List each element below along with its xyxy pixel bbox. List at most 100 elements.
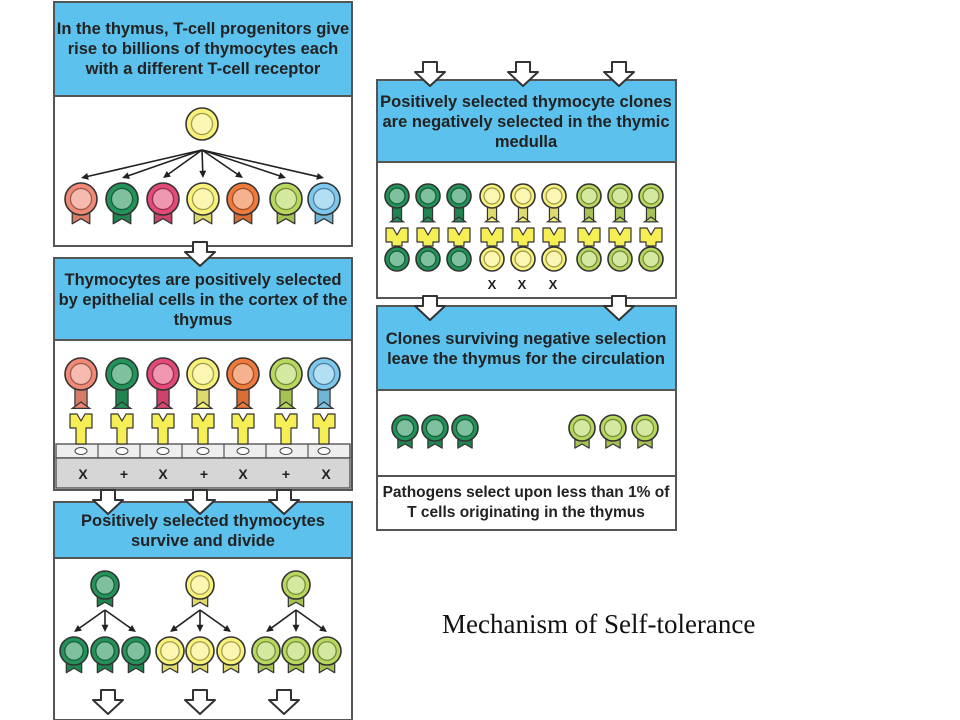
membrane-vesicle [156,447,170,455]
division-arrow [266,609,297,632]
clone-thymocyte [415,183,441,223]
medulla-cell [384,246,410,272]
circulating-thymocyte [568,414,596,449]
selection-mark: X [321,466,331,482]
division-arrow [81,149,203,180]
clone-thymocyte [576,183,602,223]
thymocyte-with-receptor [64,357,98,409]
division-arrow [163,149,203,178]
panel-circulation-title: Clones surviving negative selection leav… [385,330,667,368]
medulla-mhc [639,227,663,247]
selection-mark: X [158,466,168,482]
figure-caption: Mechanism of Self-tolerance [442,609,756,639]
panel-positive-selection-title: Thymocytes are positively selected by ep… [58,271,348,329]
clone-thymocyte [479,183,505,223]
daughter-thymocyte [185,636,215,674]
cortex-strip [55,457,351,489]
thymocyte-with-receptor [307,357,341,409]
panel-header-band [53,1,353,97]
division-arrow [196,610,204,632]
circulating-thymocyte [421,414,449,449]
daughter-thymocyte [59,636,89,674]
epithelial-mhc [312,413,336,445]
clone-thymocyte [384,183,410,223]
daughter-thymocyte [155,636,185,674]
flow-arrow [92,689,124,715]
daughter-thymocyte [281,636,311,674]
division-arrow [201,149,286,180]
negative-selection-mark: X [487,277,497,292]
medulla-mhc [447,227,471,247]
pathogens-note: Pathogens select upon less than 1% of T … [382,484,670,521]
clone-thymocyte [638,183,664,223]
selection-mark: + [119,466,129,482]
medulla-cell [576,246,602,272]
negative-selection-mark: X [548,277,558,292]
panel-negative-selection-title: Positively selected thymocyte clones are… [380,93,672,151]
epithelial-mhc [274,413,298,445]
progenitor-cell [185,107,219,141]
division-arrow [104,609,136,632]
medulla-cell [607,246,633,272]
flow-arrow [603,61,635,87]
thymocyte-with-receptor [269,357,303,409]
medulla-cell [479,246,505,272]
thymocyte-with-receptor [226,357,260,409]
clone-thymocyte [607,183,633,223]
membrane-vesicle [236,447,250,455]
panel-survive-title: Positively selected thymocytes survive a… [81,512,325,550]
medulla-cell [415,246,441,272]
flow-arrow [603,295,635,321]
circulating-thymocyte [391,414,419,449]
panel-header-band [376,305,677,391]
panel-header-band [376,79,677,163]
clone-thymocyte [510,183,536,223]
epithelial-mhc [231,413,255,445]
clone-thymocyte [541,183,567,223]
epithelial-mhc [110,413,134,445]
daughter-thymocyte [90,636,120,674]
circulating-thymocyte [451,414,479,449]
epithelial-mhc [191,413,215,445]
circulating-thymocyte [631,414,659,449]
medulla-cell [638,246,664,272]
division-arrow [199,149,207,178]
thymocyte-with-receptor [105,357,139,409]
negative-selection-mark: X [517,277,527,292]
division-arrow [295,609,327,632]
thymocyte [186,182,220,225]
panel-survive [53,501,353,720]
flow-arrow [414,295,446,321]
division-arrow [122,149,203,179]
selection-mark: + [281,466,291,482]
panel-header-band [53,501,353,559]
selection-mark: X [78,466,88,482]
selection-mark: X [238,466,248,482]
medulla-cell [446,246,472,272]
division-arrow [199,609,231,632]
medulla-mhc [577,227,601,247]
daughter-thymocyte [312,636,342,674]
clone-thymocyte [446,183,472,223]
thymocyte [226,182,260,225]
daughter-thymocyte [216,636,246,674]
flow-arrow [268,689,300,715]
medulla-mhc [385,227,409,247]
daughter-thymocyte [251,636,281,674]
flow-arrow [414,61,446,87]
flow-arrow [268,489,300,515]
flow-arrow [92,489,124,515]
medulla-mhc [608,227,632,247]
membrane-vesicle [279,447,293,455]
circulating-thymocyte [599,414,627,449]
flow-arrow [184,241,216,267]
flow-arrow [184,489,216,515]
membrane-vesicle [317,447,331,455]
thymocyte-with-receptor [186,357,220,409]
thymocyte [105,182,139,225]
medulla-cell [510,246,536,272]
division-arrow [201,149,324,180]
flow-arrow [184,689,216,715]
epithelial-mhc [69,413,93,445]
flow-arrow [507,61,539,87]
